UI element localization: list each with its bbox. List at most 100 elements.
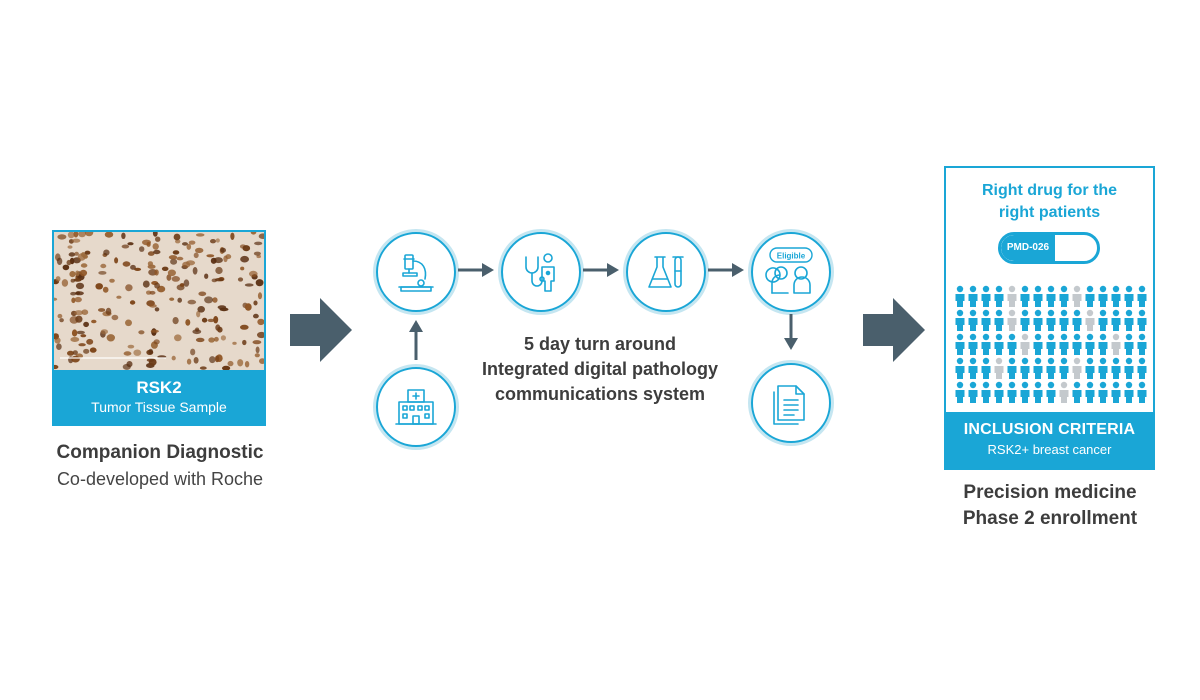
precision-medicine-caption: Precision medicine Phase 2 enrollment xyxy=(930,480,1170,532)
sample-subtitle: Tumor Tissue Sample xyxy=(91,399,227,415)
flow-arrow-icon xyxy=(290,298,352,362)
sample-caption: RSK2 Tumor Tissue Sample xyxy=(54,370,264,424)
patient-figure-icon xyxy=(1059,357,1069,379)
patient-figure-icon xyxy=(1098,381,1108,403)
patient-figure-icon xyxy=(955,285,965,307)
patient-figure-icon xyxy=(981,309,991,331)
phase2-enrollment-title: Phase 2 enrollment xyxy=(962,508,1138,529)
patient-figure-icon xyxy=(1072,333,1082,355)
patient-figure-icon xyxy=(1137,333,1147,355)
step-hospital xyxy=(373,364,459,450)
patient-figure-icon xyxy=(955,357,965,379)
eligible-consult-icon: Eligible xyxy=(765,247,813,294)
patient-figure-icon xyxy=(1020,309,1030,331)
step-eligible: Eligible xyxy=(748,229,834,315)
patient-figure-icon xyxy=(1124,381,1134,403)
hospital-icon xyxy=(395,389,437,425)
patient-figure-icon xyxy=(1137,285,1147,307)
patient-figure-icon xyxy=(994,309,1004,331)
patient-figure-icon xyxy=(955,381,965,403)
step-microscope xyxy=(373,229,459,315)
patient-figure-icon xyxy=(968,357,978,379)
patient-figure-icon xyxy=(994,357,1004,379)
companion-diagnostic-caption: Companion Diagnostic Co-developed with R… xyxy=(30,440,290,492)
patient-figure-icon xyxy=(968,333,978,355)
patient-figure-icon xyxy=(955,333,965,355)
patient-figure-icon xyxy=(1046,285,1056,307)
inclusion-criteria-subtitle: RSK2+ breast cancer xyxy=(987,442,1112,457)
patient-figure-icon xyxy=(1111,381,1121,403)
patient-figure-icon xyxy=(1007,285,1017,307)
patient-figure-icon xyxy=(1137,309,1147,331)
patient-figure-icon xyxy=(1046,309,1056,331)
patient-figure-icon xyxy=(994,333,1004,355)
patient-figure-icon xyxy=(981,381,991,403)
patient-figure-icon xyxy=(968,285,978,307)
step-document xyxy=(748,360,834,446)
inclusion-panel: Right drug for the right patients PMD-02… xyxy=(944,166,1155,470)
patient-figure-icon xyxy=(1020,333,1030,355)
patient-figure-icon xyxy=(1085,333,1095,355)
patient-figure-icon xyxy=(1072,381,1082,403)
patient-figure-icon xyxy=(1033,381,1043,403)
patient-figure-icon xyxy=(1137,357,1147,379)
patient-figure-icon xyxy=(1033,357,1043,379)
patient-figure-icon xyxy=(1085,309,1095,331)
inclusion-criteria-title: INCLUSION CRITERIA xyxy=(963,421,1136,438)
patient-figure-icon xyxy=(1072,357,1082,379)
patient-figure-icon xyxy=(1046,357,1056,379)
patient-figure-icon xyxy=(1007,357,1017,379)
patient-figure-icon xyxy=(1124,309,1134,331)
system-text: communications system xyxy=(494,384,706,404)
tissue-sample-image xyxy=(54,232,264,370)
patient-figure-icon xyxy=(1124,357,1134,379)
patient-figure-icon xyxy=(1098,309,1108,331)
patient-figure-icon xyxy=(955,309,965,331)
patient-figure-icon xyxy=(1020,285,1030,307)
patient-grid xyxy=(955,285,1147,403)
integration-text: Integrated digital pathology xyxy=(481,359,718,379)
arrow-right-icon xyxy=(583,263,619,277)
patient-figure-icon xyxy=(1085,285,1095,307)
companion-diagnostic-title: Companion Diagnostic xyxy=(56,442,264,463)
precision-medicine-title: Precision medicine xyxy=(963,482,1137,503)
patient-figure-icon xyxy=(968,309,978,331)
patient-figure-icon xyxy=(1033,285,1043,307)
patient-figure-icon xyxy=(1033,333,1043,355)
patient-figure-icon xyxy=(1007,381,1017,403)
patient-figure-icon xyxy=(1137,381,1147,403)
microscope-icon xyxy=(398,254,434,292)
patient-figure-icon xyxy=(1007,333,1017,355)
patient-figure-icon xyxy=(1033,309,1043,331)
patient-figure-icon xyxy=(994,381,1004,403)
patient-figure-icon xyxy=(1072,309,1082,331)
patient-figure-icon xyxy=(1111,357,1121,379)
document-icon xyxy=(773,385,805,425)
panel-title-line1: Right drug for the xyxy=(981,182,1118,199)
patient-figure-icon xyxy=(1072,285,1082,307)
step-doctor xyxy=(498,229,584,315)
tissue-sample-card: RSK2 Tumor Tissue Sample xyxy=(52,230,266,426)
patient-figure-icon xyxy=(968,381,978,403)
arrow-down-icon xyxy=(784,314,798,350)
companion-diagnostic-subtitle: Co-developed with Roche xyxy=(56,469,264,489)
patient-figure-icon xyxy=(1111,285,1121,307)
inclusion-criteria-box: INCLUSION CRITERIA RSK2+ breast cancer xyxy=(946,412,1153,468)
eligible-label: Eligible xyxy=(777,252,806,261)
patient-figure-icon xyxy=(1124,333,1134,355)
patient-figure-icon xyxy=(994,285,1004,307)
pill-label: PMD-026 xyxy=(1001,235,1055,261)
patient-figure-icon xyxy=(1046,333,1056,355)
turnaround-text: 5 day turn around xyxy=(523,334,676,354)
patient-figure-icon xyxy=(1098,285,1108,307)
patient-figure-icon xyxy=(1098,357,1108,379)
panel-title: Right drug for the right patients xyxy=(946,180,1153,224)
patient-figure-icon xyxy=(1020,381,1030,403)
patient-figure-icon xyxy=(1124,285,1134,307)
patient-figure-icon xyxy=(1020,357,1030,379)
arrow-right-icon xyxy=(708,263,744,277)
lab-flask-icon xyxy=(648,256,684,288)
patient-figure-icon xyxy=(1007,309,1017,331)
patient-figure-icon xyxy=(1111,309,1121,331)
patient-figure-icon xyxy=(1111,333,1121,355)
